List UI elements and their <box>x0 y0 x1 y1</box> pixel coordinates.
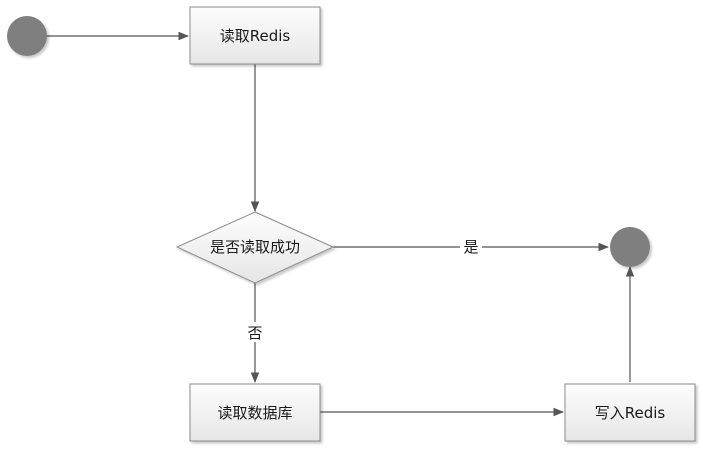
edge-label-yes: 是 <box>463 238 478 256</box>
yes-label-bg <box>460 237 482 257</box>
node-write-redis-label: 写入Redis <box>595 404 666 422</box>
node-decision: 是否读取成功 <box>175 211 335 284</box>
node-read-db-label: 读取数据库 <box>217 404 292 422</box>
edge-label-no: 否 <box>247 324 262 342</box>
end-terminal <box>610 227 650 267</box>
node-write-redis: 写入Redis <box>564 383 696 442</box>
start-terminal <box>7 16 47 56</box>
no-label-bg <box>244 322 266 342</box>
node-read-redis-label: 读取Redis <box>220 27 291 45</box>
edges <box>46 31 635 417</box>
node-decision-label: 是否读取成功 <box>210 238 300 256</box>
node-read-redis: 读取Redis <box>189 6 321 65</box>
node-read-db: 读取数据库 <box>189 383 321 442</box>
